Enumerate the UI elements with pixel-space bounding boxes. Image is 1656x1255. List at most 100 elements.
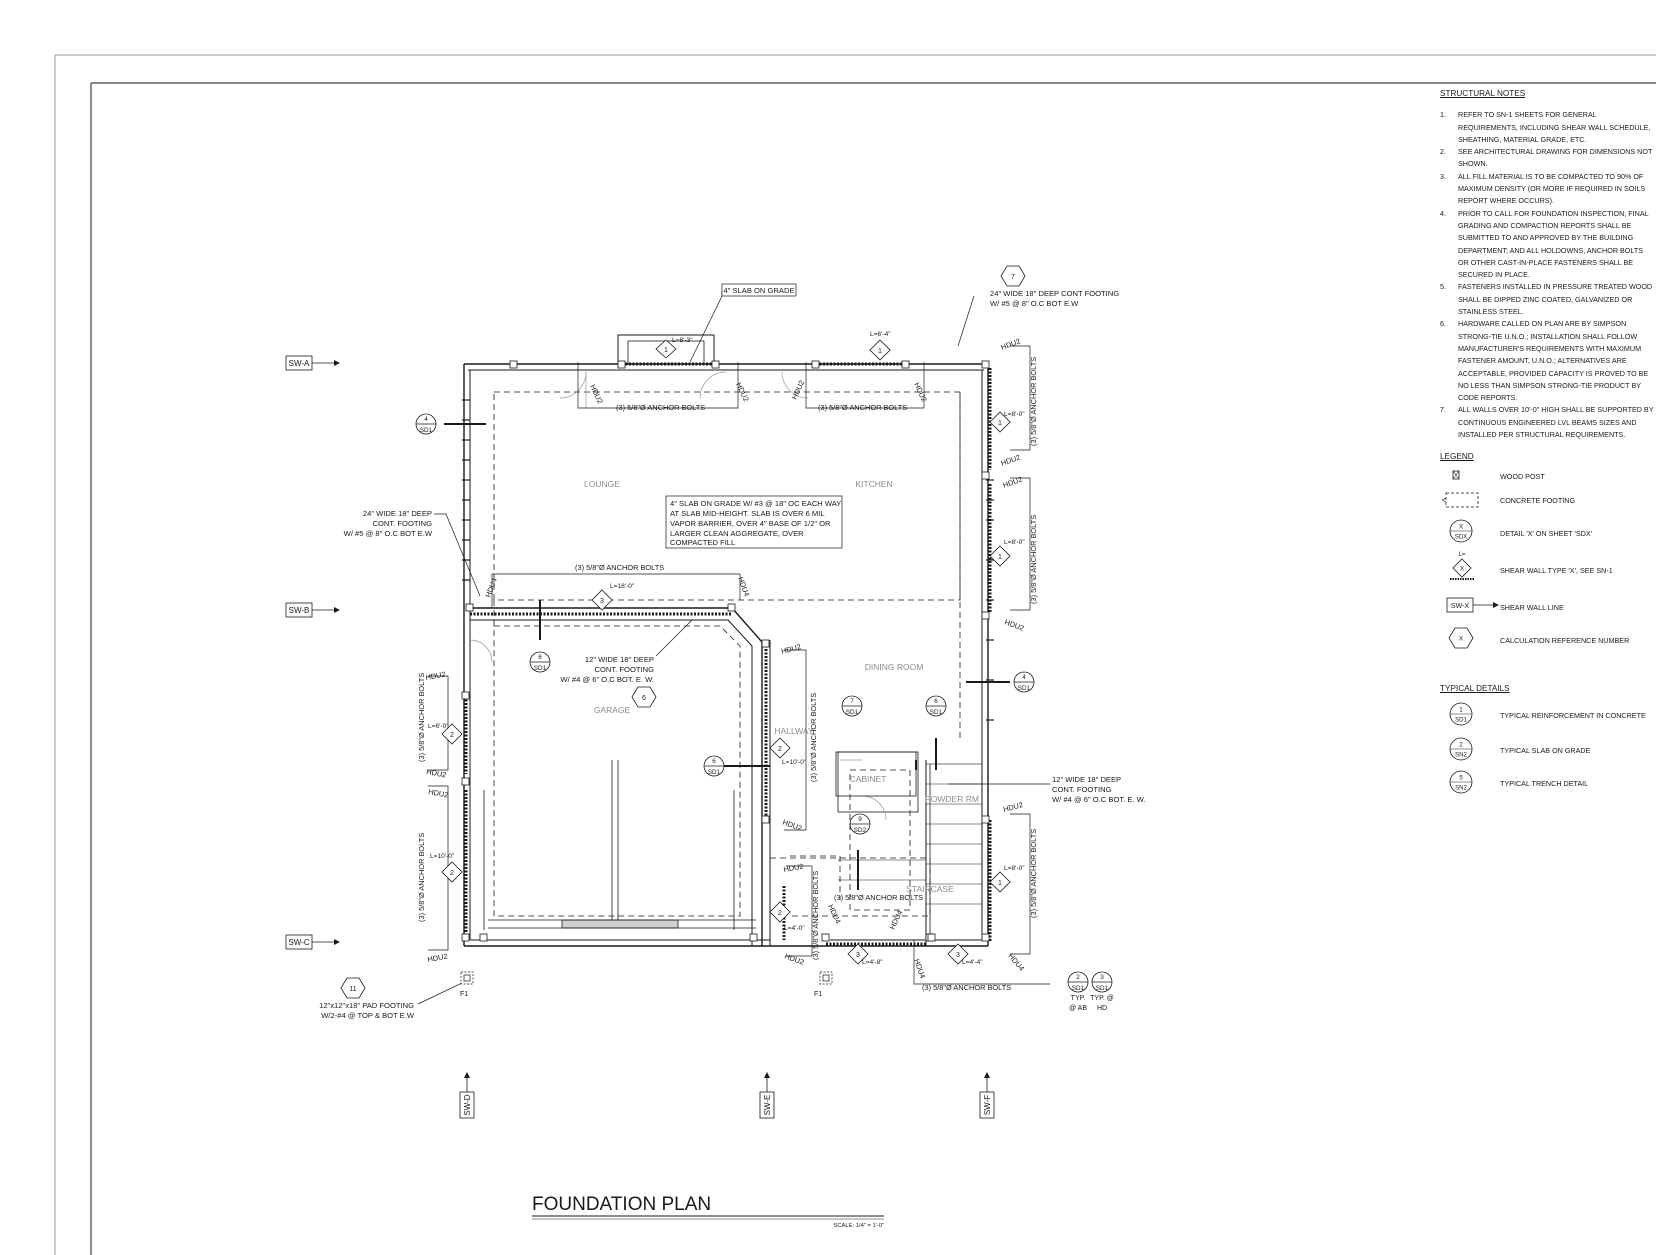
svg-text:HDU2: HDU2 (588, 383, 605, 405)
svg-text:(3) 5/8"Ø ANCHOR BOLTS: (3) 5/8"Ø ANCHOR BOLTS (1029, 515, 1038, 604)
svg-text:(3) 5/8"Ø ANCHOR BOLTS: (3) 5/8"Ø ANCHOR BOLTS (834, 893, 923, 902)
svg-text:24" WIDE 18" DEEP: 24" WIDE 18" DEEP (363, 509, 432, 518)
calc-reference-icon: X (1448, 627, 1474, 649)
svg-text:HDU2: HDU2 (781, 817, 803, 832)
svg-text:VAPOR BARRIER, OVER 4" BASE OF: VAPOR BARRIER, OVER 4" BASE OF 1/2" OR (670, 519, 831, 528)
note-footing-left: 24" WIDE 18" DEEP CONT. FOOTING W/ #5 @ … (344, 509, 433, 538)
svg-text:1: 1 (878, 348, 882, 355)
svg-text:L=4'-4": L=4'-4" (962, 959, 983, 966)
svg-text:1: 1 (664, 347, 668, 354)
svg-text:HDU2: HDU2 (1000, 453, 1022, 468)
svg-text:HDU4: HDU4 (1006, 952, 1026, 973)
svg-text:HDU2: HDU2 (426, 767, 447, 779)
svg-text:X: X (1460, 566, 1465, 573)
svg-text:12" WIDE 18" DEEP: 12" WIDE 18" DEEP (585, 655, 654, 664)
svg-text:L=4'-8": L=4'-8" (862, 959, 883, 966)
concrete-footing-icon (1442, 492, 1479, 508)
svg-text:SDX: SDX (1455, 535, 1467, 541)
svg-text:6: 6 (712, 758, 716, 765)
sw-type-marker: 1 (869, 339, 891, 361)
svg-text:L=10'-0": L=10'-0" (782, 759, 807, 766)
structural-note: 4.PRIOR TO CALL FOR FOUNDATION INSPECTIO… (1440, 208, 1649, 280)
svg-text:3: 3 (600, 598, 604, 605)
calc-ref-marker: 11 (340, 977, 366, 999)
note-pad-footing: 12"x12"x18" PAD FOOTING W/2-#4 @ TOP & B… (319, 1001, 415, 1020)
shear-line-sw-c: SW-C (285, 934, 340, 950)
svg-text:CONT. FOOTING: CONT. FOOTING (595, 665, 655, 674)
svg-text:(3) 5/8"Ø ANCHOR BOLTS: (3) 5/8"Ø ANCHOR BOLTS (811, 871, 820, 960)
pad-footing-marker: F1 (814, 971, 833, 998)
svg-text:7: 7 (850, 698, 854, 705)
svg-text:SD1: SD1 (534, 665, 547, 672)
shear-line-markers: SW-A SW-B SW-C SW-D SW-E (285, 355, 995, 1119)
note-slab-center: 4" SLAB ON GRADE W/ #3 @ 18" OC EACH WAY… (665, 495, 843, 549)
wood-posts (461, 360, 990, 942)
room-kitchen: KITCHEN (855, 479, 892, 489)
shear-line-sw-f: SW-F (979, 1072, 995, 1119)
svg-text:6: 6 (538, 654, 542, 661)
svg-text:F1: F1 (814, 991, 822, 998)
notes-panel: STRUCTURAL NOTES 1.REFER TO SN-1 SHEETS … (1440, 88, 1654, 794)
svg-text:HDU2: HDU2 (783, 951, 805, 966)
svg-text:11: 11 (349, 986, 356, 993)
svg-text:W/ #5 @ 8" O.C BOT E.W: W/ #5 @ 8" O.C BOT E.W (990, 299, 1079, 308)
door-swings (469, 371, 887, 821)
svg-text:HDU4: HDU4 (888, 909, 905, 931)
svg-text:9: 9 (858, 816, 862, 823)
room-garage: GARAGE (594, 705, 631, 715)
svg-text:HDU2: HDU2 (428, 787, 449, 799)
svg-text:TYP. @: TYP. @ (1090, 995, 1114, 1002)
svg-text:SD1: SD1 (846, 709, 859, 716)
svg-text:12" WIDE 18" DEEP: 12" WIDE 18" DEEP (1052, 775, 1121, 784)
shear-line-label: SW-F (983, 1095, 992, 1115)
svg-text:HDU2: HDU2 (1000, 337, 1022, 352)
garage-door (483, 760, 756, 930)
svg-text:SD1: SD1 (1018, 685, 1031, 692)
svg-text:5: 5 (1459, 776, 1463, 782)
svg-text:L=8'-0": L=8'-0" (1004, 865, 1025, 872)
length-labels: L=8'-3" L=6'-4" L=8'-0" L=8'-0" L=18'-0"… (428, 331, 1025, 966)
svg-text:HDU4: HDU4 (826, 903, 843, 925)
svg-text:L=: L= (1459, 552, 1466, 558)
svg-text:HDU2: HDU2 (1002, 475, 1024, 490)
svg-text:24" WIDE 18" DEEP CONT FOOTING: 24" WIDE 18" DEEP CONT FOOTING (990, 289, 1119, 298)
svg-text:HD: HD (1097, 1005, 1107, 1012)
typical-detail-label: TYPICAL TRENCH DETAIL (1500, 779, 1589, 789)
shear-line-label: SW-A (289, 359, 310, 368)
note-footing-top: 24" WIDE 18" DEEP CONT FOOTING W/ #5 @ 8… (990, 289, 1119, 308)
svg-text:2: 2 (1459, 743, 1463, 749)
svg-text:2: 2 (778, 746, 782, 753)
svg-text:L=8'-3": L=8'-3" (672, 337, 693, 344)
svg-text:1: 1 (998, 880, 1002, 887)
sw-type-marker: 2 (441, 861, 463, 883)
svg-text:(3) 5/8"Ø ANCHOR BOLTS: (3) 5/8"Ø ANCHOR BOLTS (575, 563, 664, 572)
room-dining: DINING ROOM (865, 662, 924, 672)
svg-text:SW-X: SW-X (1451, 603, 1469, 610)
svg-text:SD1: SD1 (1072, 985, 1085, 992)
room-hallway: HALLWAY (774, 726, 813, 736)
svg-text:2: 2 (450, 732, 454, 739)
shear-line-label: SW-D (463, 1094, 472, 1115)
legend-label: SHEAR WALL TYPE 'X', SEE SN-1 (1500, 566, 1613, 576)
sw-type-marker: 3 (847, 943, 869, 965)
building-walls (463, 334, 989, 947)
svg-text:@ AB: @ AB (1069, 1005, 1087, 1012)
svg-text:(3) 5/8"Ø ANCHOR BOLTS: (3) 5/8"Ø ANCHOR BOLTS (417, 833, 426, 922)
legend-label: CALCULATION REFERENCE NUMBER (1500, 636, 1630, 646)
svg-text:LARGER CLEAN AGGREGATE, OVER: LARGER CLEAN AGGREGATE, OVER (670, 529, 804, 538)
shear-wall-type-icon: L= X (1450, 552, 1474, 581)
svg-text:X: X (1459, 525, 1463, 531)
sw-type-marker: 1 (989, 545, 1011, 567)
svg-text:X: X (1459, 636, 1464, 643)
svg-text:L=18'-0": L=18'-0" (610, 583, 635, 590)
svg-text:3: 3 (956, 952, 960, 959)
anchor-bolt-ticks (462, 399, 994, 721)
svg-text:(3) 5/8"Ø ANCHOR BOLTS: (3) 5/8"Ø ANCHOR BOLTS (922, 983, 1011, 992)
svg-text:HDU4: HDU4 (736, 576, 751, 598)
